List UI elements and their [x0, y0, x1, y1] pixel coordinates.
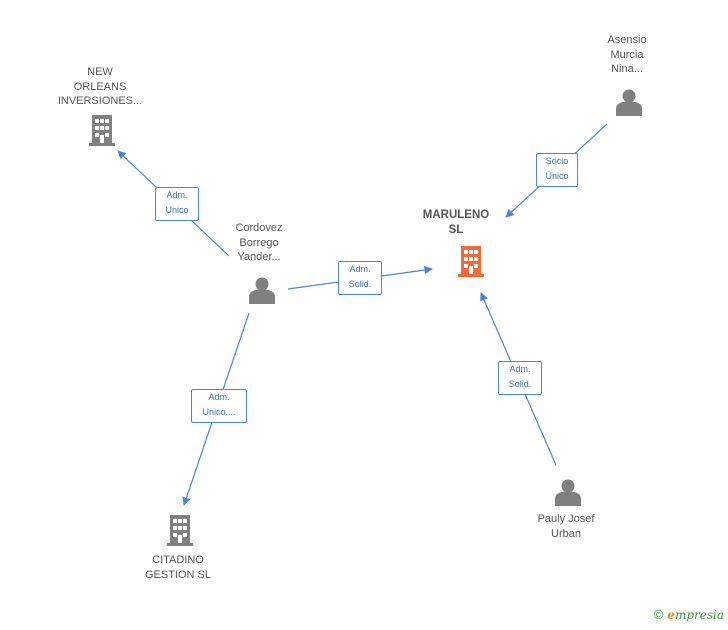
building-icon[interactable]: [167, 515, 193, 546]
footer-brand: ©empresia: [654, 607, 724, 622]
brand-logo: empresia: [667, 608, 724, 622]
edge-label-e4[interactable]: Adm. Unico,...: [191, 389, 247, 423]
edge-label-e2[interactable]: Socio Único: [536, 153, 578, 187]
node-label-citadino[interactable]: CITADINO GESTION SL: [144, 554, 212, 581]
edge-label-e3[interactable]: Adm. Solid.: [338, 261, 382, 295]
copyright-icon: ©: [653, 607, 664, 622]
node-label-cordovez[interactable]: Cordovez Borrego Yander...: [235, 222, 283, 263]
edge-label-e1[interactable]: Adm. Unico: [155, 187, 199, 221]
person-icon[interactable]: [616, 89, 642, 117]
node-label-maruleno[interactable]: MARULENO SL: [422, 209, 490, 236]
node-label-pauly[interactable]: Pauly Josef Urban: [537, 513, 595, 540]
building-icon[interactable]: [89, 115, 115, 146]
node-label-new_orleans[interactable]: NEW ORLEANS INVERSIONES...: [57, 66, 143, 107]
node-label-asensio[interactable]: Asensio Murcia Nina...: [607, 34, 647, 75]
edge-label-e5[interactable]: Adm. Solid.: [498, 361, 542, 395]
building-icon[interactable]: [458, 246, 484, 277]
person-icon[interactable]: [249, 277, 275, 305]
person-icon[interactable]: [555, 479, 581, 507]
